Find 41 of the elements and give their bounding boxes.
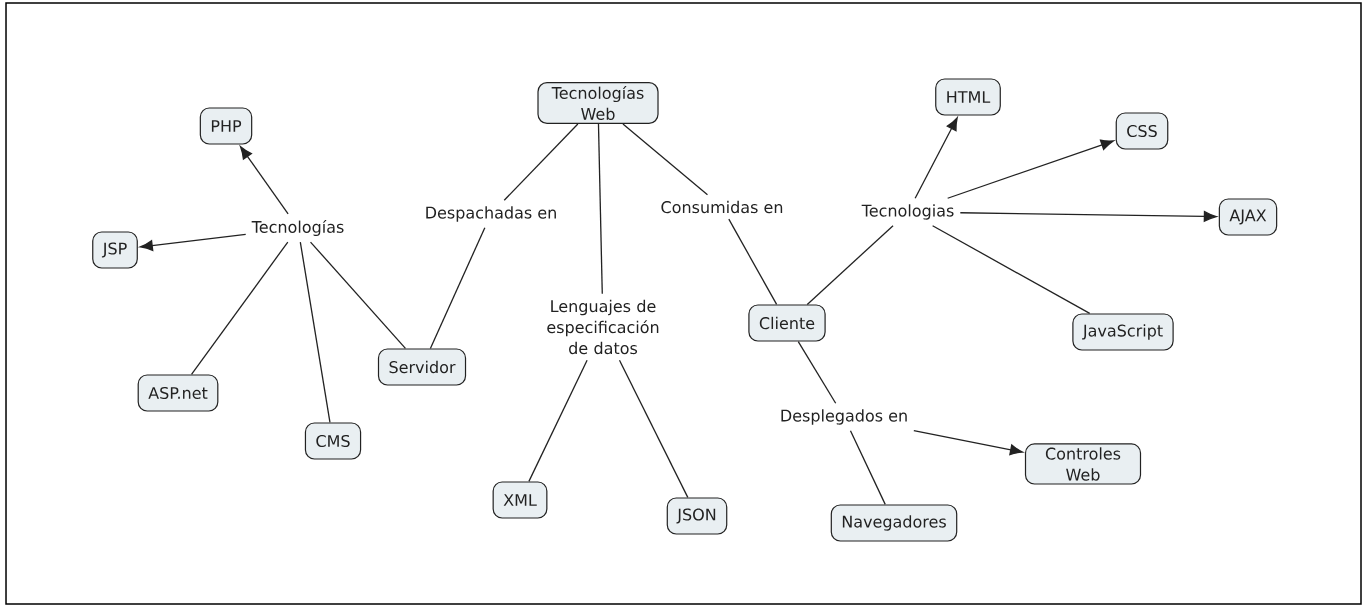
connector-line [299,241,331,424]
connector-line [931,225,1091,315]
connector-line [622,123,709,196]
concept-box: Cliente [748,304,826,342]
concept-box: AJAX [1218,198,1278,236]
connector-line [806,225,894,306]
arrow [947,139,1114,199]
linking-phrase: Lenguajes de especificación de datos [547,299,659,355]
connector-line [797,340,837,404]
concept-box: Navegadores [830,504,958,542]
linking-phrase: Consumidas en [661,200,783,214]
arrow [959,210,1217,222]
connector-line [190,241,289,376]
arrow [913,430,1024,456]
concept-box: CSS [1115,112,1169,150]
concept-box: HTML [935,78,1001,116]
concept-box: ASP.net [137,374,219,412]
concept-box: Controles Web [1024,443,1142,485]
linking-phrase: Desplegados en [781,409,907,425]
concept-box: Tecnologías Web [537,82,659,124]
connector-line [618,359,689,499]
linking-phrase: Tecnologias [861,204,954,220]
connector-line [597,123,603,295]
connector-line [309,241,407,350]
concept-box: JSP [92,231,138,269]
concept-box: PHP [199,107,253,145]
concept-box: CMS [304,422,362,460]
linking-phrase: Despachadas en [426,206,556,222]
linking-phrase: Tecnologías [251,219,344,237]
concept-box: XML [492,481,548,519]
connector-line [849,430,886,506]
connector-line [528,359,588,483]
connector-line [503,123,579,201]
concept-box: Servidor [377,348,467,386]
arrow [914,117,958,199]
arrow [139,233,247,251]
concept-box: JSON [666,497,728,535]
concept-box: JavaScript [1072,313,1174,351]
connector-line [728,218,778,306]
connector-line [429,227,486,350]
arrow [239,146,289,215]
